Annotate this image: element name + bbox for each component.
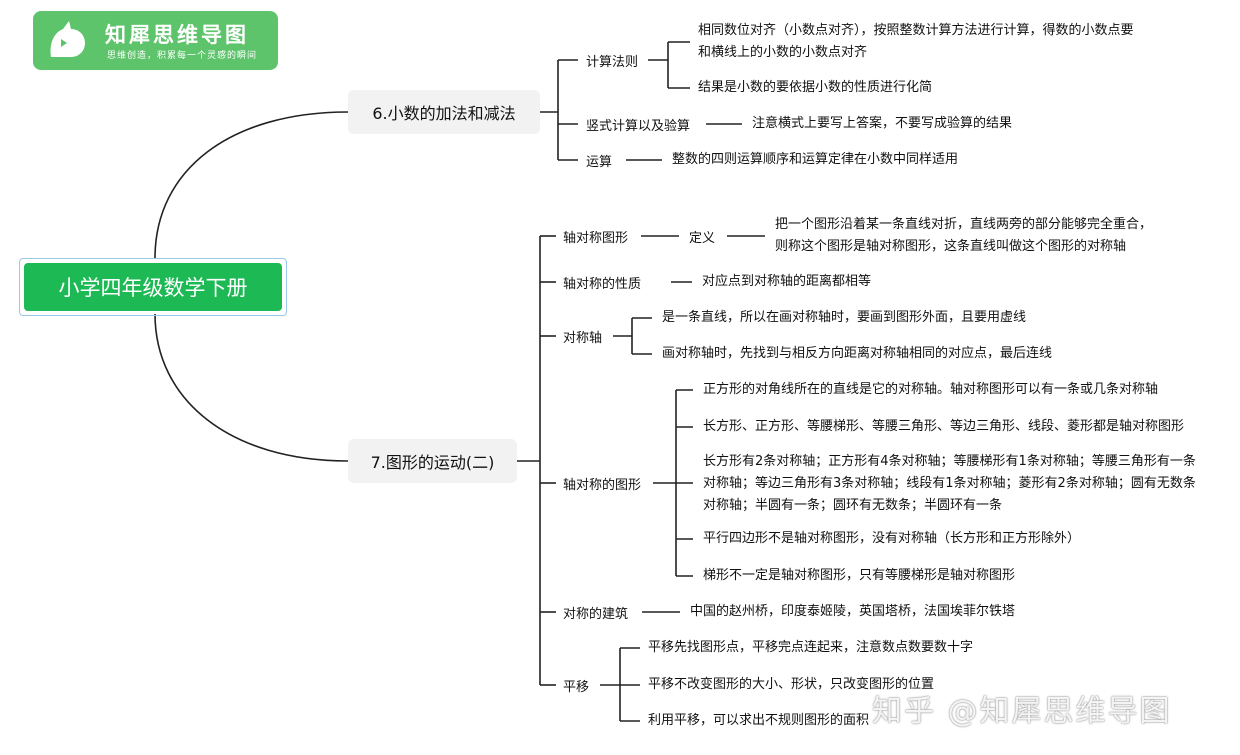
node-axis[interactable]: 对称轴 — [563, 331, 603, 346]
leaf-shapes-1: 正方形的对角线所在的直线是它的对称轴。轴对称图形可以有一条或几条对称轴 — [703, 382, 1159, 397]
leaf-translation-2: 平移不改变图形的大小、形状，只改变图形的位置 — [648, 677, 935, 692]
node-shapes[interactable]: 轴对称的图形 — [563, 478, 642, 493]
leaf-line: 对称轴；等边三角形有3条对称轴；线段有1条对称轴；菱形有2条对称轴；圆有无数条 — [703, 476, 1196, 491]
root-node[interactable]: 小学四年级数学下册 — [19, 258, 287, 316]
logo-title: 知犀思维导图 — [105, 23, 249, 47]
node-vertical-calc[interactable]: 竖式计算以及验算 — [586, 119, 691, 134]
leaf-axis-2: 画对称轴时，先找到与相反方向距离对称轴相同的对应点，最后连线 — [662, 346, 1053, 361]
branch-figure-motion[interactable]: 7.图形的运动(二) — [348, 439, 517, 483]
leaf-calc-rule-2: 结果是小数的要依据小数的性质进行化简 — [698, 80, 933, 95]
leaf-line: 把一个图形沿着某一条直线对折，直线两旁的部分能够完全重合， — [775, 217, 1153, 232]
rhino-icon — [50, 21, 85, 57]
leaf-shapes-3: 长方形有2条对称轴；正方形有4条对称轴；等腰梯形有1条对称轴；等腰三角形有一条 … — [703, 451, 1196, 517]
leaf-definition: 把一个图形沿着某一条直线对折，直线两旁的部分能够完全重合， 则称这个图形是轴对称… — [775, 214, 1152, 258]
leaf-vertical-note: 注意横式上要写上答案，不要写成验算的结果 — [752, 116, 1013, 131]
branch-title: 7.图形的运动(二) — [370, 453, 495, 472]
leaf-axis-1: 是一条直线，所以在画对称轴时，要画到图形外面，且要用虚线 — [662, 310, 1027, 325]
node-calc-rule[interactable]: 计算法则 — [586, 55, 639, 70]
leaf-shapes-4: 平行四边形不是轴对称图形，没有对称轴（长方形和正方形除外） — [703, 531, 1081, 546]
leaf-translation-3: 利用平移，可以求出不规则图形的面积 — [648, 713, 870, 728]
leaf-ops-note: 整数的四则运算顺序和运算定律在小数中同样适用 — [672, 152, 959, 167]
leaf-shapes-2: 长方形、正方形、等腰梯形、等腰三角形、等边三角形、线段、菱形都是轴对称图形 — [703, 419, 1185, 434]
node-axis-figure[interactable]: 轴对称图形 — [563, 231, 629, 246]
branch-title: 6.小数的加法和减法 — [372, 104, 516, 123]
leaf-line: 相同数位对齐（小数点对齐），按照整数计算方法进行计算，得数的小数点要 — [698, 23, 1134, 38]
branch-decimal-add-sub[interactable]: 6.小数的加法和减法 — [348, 90, 540, 134]
brand-logo: 知犀思维导图 思维创造，积累每一个灵感的瞬间 — [33, 11, 278, 70]
node-definition[interactable]: 定义 — [689, 231, 716, 246]
leaf-calc-rule-1: 相同数位对齐（小数点对齐），按照整数计算方法进行计算，得数的小数点要 和横线上的… — [698, 20, 1134, 64]
leaf-line: 则称这个图形是轴对称图形，这条直线叫做这个图形的对称轴 — [775, 239, 1127, 254]
leaf-line: 对称轴；半圆有一条；圆环有无数条；半圆环有一条 — [703, 498, 1003, 513]
leaf-line: 和横线上的小数的小数点对齐 — [698, 45, 868, 60]
watermark: 知乎 @知犀思维导图 — [872, 694, 1172, 729]
leaf-shapes-5: 梯形不一定是轴对称图形，只有等腰梯形是轴对称图形 — [703, 568, 1016, 583]
node-translation[interactable]: 平移 — [563, 680, 590, 695]
root-label: 小学四年级数学下册 — [24, 263, 282, 311]
logo-slogan: 思维创造，积累每一个灵感的瞬间 — [107, 51, 258, 61]
leaf-buildings-note: 中国的赵州桥，印度泰姬陵，英国塔桥，法国埃菲尔铁塔 — [690, 604, 1016, 619]
leaf-property-note: 对应点到对称轴的距离都相等 — [702, 274, 872, 289]
node-buildings[interactable]: 对称的建筑 — [563, 607, 629, 622]
leaf-line: 长方形有2条对称轴；正方形有4条对称轴；等腰梯形有1条对称轴；等腰三角形有一条 — [703, 454, 1196, 469]
leaf-translation-1: 平移先找图形点，平移完点连起来，注意数点数要数十字 — [648, 640, 974, 655]
node-ops[interactable]: 运算 — [586, 155, 613, 170]
node-property[interactable]: 轴对称的性质 — [563, 277, 642, 292]
